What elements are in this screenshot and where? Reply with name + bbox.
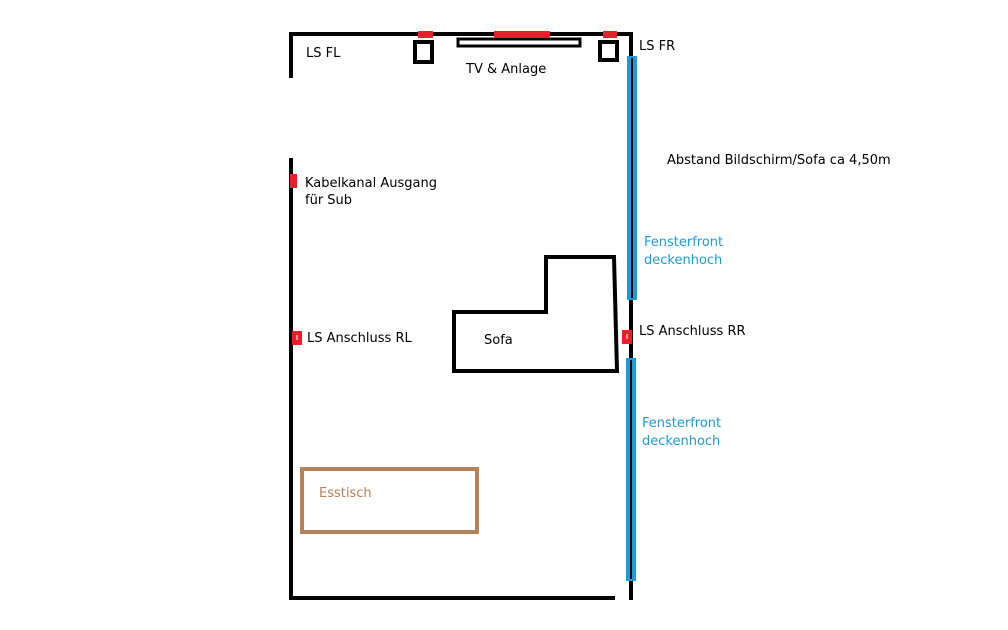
wall-top-right	[615, 32, 633, 58]
sofa-outline	[452, 255, 620, 373]
label-sofa: Sofa	[484, 333, 513, 348]
label-distance: Abstand Bildschirm/Sofa ca 4,50m	[667, 153, 891, 168]
label-window-lower-line2: deckenhoch	[642, 434, 721, 449]
label-ls-rr: LS Anschluss RR	[639, 324, 746, 339]
speaker-fl-box	[413, 40, 434, 64]
wall-left-bottom	[289, 158, 615, 600]
label-tv: TV & Anlage	[466, 62, 547, 77]
label-ls-fl: LS FL	[306, 46, 341, 61]
window-fronts	[626, 56, 637, 581]
label-ls-fr: LS FR	[639, 39, 676, 54]
label-cable-duct-line1: Kabelkanal Ausgang	[305, 176, 437, 191]
room-walls	[289, 32, 633, 600]
connection-fl-marker	[418, 31, 433, 38]
label-ls-rl: LS Anschluss RL	[307, 331, 412, 346]
label-window-upper-line1: Fensterfront	[644, 235, 724, 250]
label-window-upper-line2: deckenhoch	[644, 253, 723, 268]
tv-console	[456, 37, 582, 48]
label-cable-duct-line2: für Sub	[305, 193, 353, 208]
wall-top-left	[289, 32, 420, 78]
cable-duct-marker	[290, 174, 297, 188]
dining-table	[300, 467, 479, 534]
speaker-fr-box	[598, 40, 619, 62]
connection-fr-marker	[603, 31, 617, 38]
label-dining-table: Esstisch	[319, 486, 372, 501]
label-window-lower-line1: Fensterfront	[642, 416, 722, 431]
tv-connection-marker	[494, 31, 550, 38]
